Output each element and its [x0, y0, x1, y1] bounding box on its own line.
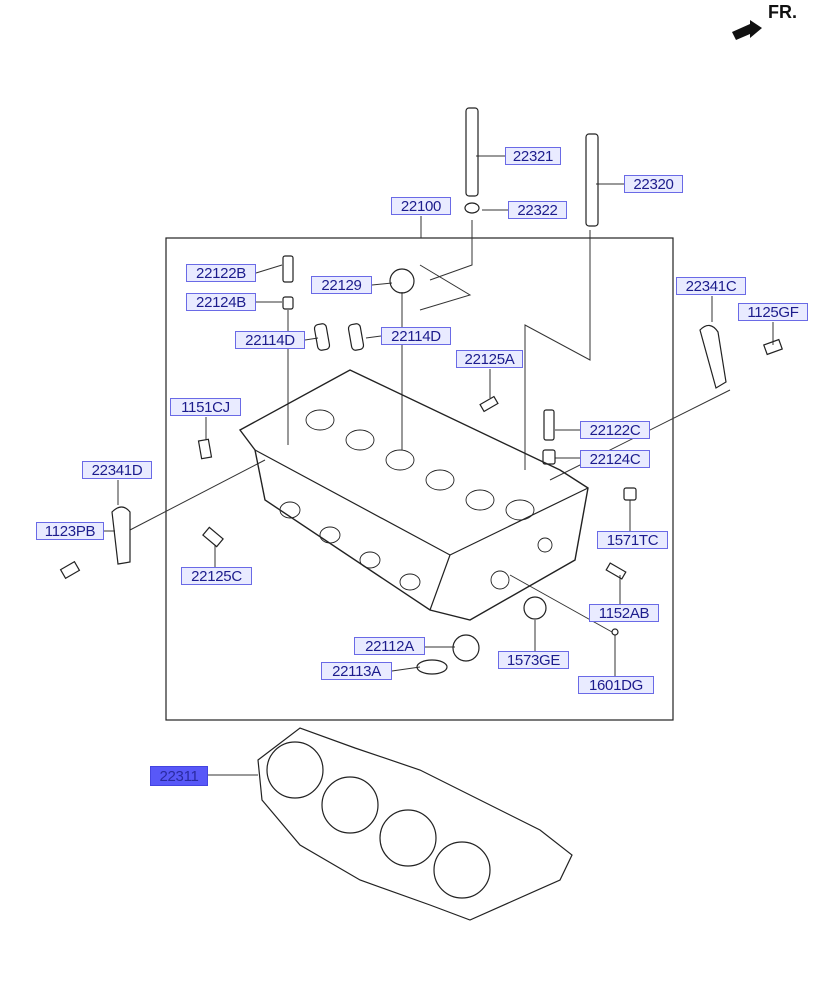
part-label-22124C[interactable]: 22124C: [580, 450, 650, 468]
part-label-1152AB[interactable]: 1152AB: [589, 604, 659, 622]
part-label-22122C[interactable]: 22122C: [580, 421, 650, 439]
part-label-22341D[interactable]: 22341D: [82, 461, 152, 479]
part-label-22113A[interactable]: 22113A: [321, 662, 392, 680]
part-label-22341C[interactable]: 22341C: [676, 277, 746, 295]
part-label-22320[interactable]: 22320: [624, 175, 683, 193]
part-label-1123PB[interactable]: 1123PB: [36, 522, 104, 540]
part-label-22124B[interactable]: 22124B: [186, 293, 256, 311]
part-label-1151CJ[interactable]: 1151CJ: [170, 398, 241, 416]
part-label-22125C[interactable]: 22125C: [181, 567, 252, 585]
part-label-22311-highlighted[interactable]: 22311: [150, 766, 208, 786]
part-label-22122B[interactable]: 22122B: [186, 264, 256, 282]
part-label-22321[interactable]: 22321: [505, 147, 561, 165]
front-arrow-icon: [732, 20, 762, 40]
part-label-22114D-left[interactable]: 22114D: [235, 331, 305, 349]
part-label-1601DG[interactable]: 1601DG: [578, 676, 654, 694]
part-label-22129[interactable]: 22129: [311, 276, 372, 294]
part-label-1125GF[interactable]: 1125GF: [738, 303, 808, 321]
cylinder-head-assembly-frame: [165, 237, 674, 721]
part-label-1571TC[interactable]: 1571TC: [597, 531, 668, 549]
part-label-22100[interactable]: 22100: [391, 197, 451, 215]
part-label-1573GE[interactable]: 1573GE: [498, 651, 569, 669]
part-label-22125A[interactable]: 22125A: [456, 350, 523, 368]
part-label-22114D-right[interactable]: 22114D: [381, 327, 451, 345]
part-label-22322[interactable]: 22322: [508, 201, 567, 219]
part-label-22112A[interactable]: 22112A: [354, 637, 425, 655]
